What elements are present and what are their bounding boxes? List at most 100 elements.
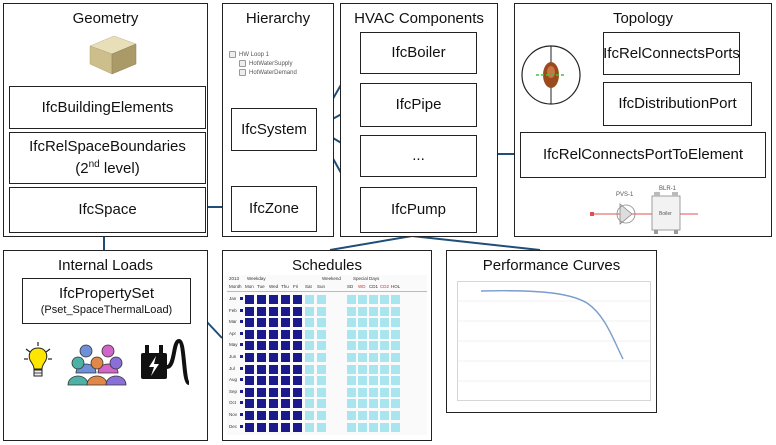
schedule-cell	[380, 306, 389, 316]
schedule-cell	[293, 399, 302, 409]
schedule-cell	[358, 353, 367, 362]
schedule-cell	[293, 329, 302, 339]
schedule-month-label: Aug	[229, 377, 238, 383]
schedule-cell	[380, 353, 389, 362]
schedule-day-header: Fri	[293, 284, 299, 289]
schedule-cell	[269, 411, 278, 420]
schedule-cell	[305, 353, 314, 362]
schedule-cell	[369, 422, 378, 432]
schedule-cell	[305, 376, 314, 386]
schedule-cell	[358, 329, 367, 339]
schedule-group-weekday: Weekday	[247, 276, 266, 281]
property-set-name: IfcPropertySet	[58, 285, 155, 302]
line-hvac-schedules	[329, 235, 413, 251]
schedule-cell	[269, 329, 278, 339]
schedule-month-label: Dec	[229, 423, 238, 429]
schedule-cell	[358, 399, 367, 409]
schedule-cell	[347, 318, 356, 328]
schedule-special-header: CD1	[369, 284, 379, 289]
schedule-cell	[281, 411, 290, 420]
performance-panel: Performance Curves	[446, 250, 657, 413]
schedule-cell	[358, 376, 367, 386]
schedule-cell	[245, 306, 254, 316]
schedule-cell	[358, 306, 367, 316]
schedule-cell	[245, 422, 254, 432]
schedule-cell	[305, 306, 314, 316]
schedule-cell	[391, 376, 400, 386]
schedule-cell	[380, 341, 389, 351]
schedule-cell	[245, 376, 254, 386]
schedule-cell	[391, 364, 400, 374]
schedule-special-header: WD	[358, 284, 366, 289]
schedule-month-label: Apr	[229, 330, 237, 336]
schedule-cell	[257, 306, 266, 316]
schedule-cell	[305, 399, 314, 409]
people-icon	[67, 344, 127, 386]
schedule-cell	[358, 341, 367, 351]
schedule-cell	[380, 376, 389, 386]
schedule-cell	[391, 341, 400, 351]
schedule-day-header: Sun	[317, 284, 326, 289]
schedule-cell	[369, 364, 378, 374]
schedule-cell	[380, 295, 389, 304]
schedule-cell	[269, 376, 278, 386]
ifc-pipe-box: IfcPipe	[360, 83, 477, 127]
tree-expand-icon	[239, 60, 246, 67]
schedule-cell	[257, 341, 266, 351]
ifc-rel-space-boundaries-box: IfcRelSpaceBoundaries (2nd level)	[9, 132, 206, 184]
schedule-cell	[347, 399, 356, 409]
schedule-cell	[317, 364, 326, 374]
schedule-cell	[293, 318, 302, 328]
schedule-cell	[391, 411, 400, 420]
schedule-cell	[245, 318, 254, 328]
topology-title: Topology	[612, 10, 674, 27]
schedule-cell	[293, 364, 302, 374]
schedule-day-header: Thu	[281, 284, 289, 289]
schedule-cell	[369, 329, 378, 339]
tree-child-supply: HotWaterSupply	[239, 60, 292, 67]
schedule-month-bullet	[240, 343, 243, 347]
schedule-cell	[317, 399, 326, 409]
schedule-cell	[358, 422, 367, 432]
schedule-month-label: Mar	[229, 319, 237, 325]
schedule-cell	[317, 295, 326, 304]
schedule-month-bullet	[240, 424, 243, 428]
schedule-cell	[369, 306, 378, 316]
schedule-cell	[293, 376, 302, 386]
schedule-cell	[317, 411, 326, 420]
schedule-cell	[391, 295, 400, 304]
schedule-cell	[317, 318, 326, 328]
schedule-cell	[281, 306, 290, 316]
schedule-cell	[391, 306, 400, 316]
schedule-day-header: Wed	[269, 284, 279, 289]
schedule-cell	[380, 329, 389, 339]
schedule-cell	[257, 422, 266, 432]
schedule-cell	[317, 353, 326, 362]
schedule-special-header: SD	[347, 284, 354, 289]
schedule-cell	[269, 295, 278, 304]
schedule-cell	[245, 329, 254, 339]
schedule-cell	[257, 353, 266, 362]
schedule-col-month: Month	[229, 284, 242, 289]
ellipsis-box: ...	[360, 135, 477, 177]
ifc-system-box: IfcSystem	[231, 108, 317, 151]
internal-loads-title: Internal Loads	[57, 257, 154, 274]
schedule-day-header: Tue	[257, 284, 265, 289]
schedule-cell	[317, 341, 326, 351]
schedule-cell	[269, 341, 278, 351]
schedule-cell	[269, 318, 278, 328]
schedule-month-label: Nov	[229, 412, 238, 417]
schedule-cell	[281, 376, 290, 386]
schedule-cell	[391, 318, 400, 328]
schedule-header-divider	[227, 291, 427, 292]
schedule-cell	[317, 387, 326, 397]
ifc-zone-box: IfcZone	[231, 186, 317, 232]
schedule-cell	[305, 411, 314, 420]
schedule-month-label: Jun	[229, 354, 237, 359]
schedule-special-header: CD2	[380, 284, 390, 289]
schedule-month-bullet	[240, 320, 243, 324]
ifc-rel-connects-port-to-element-box: IfcRelConnectsPortToElement	[520, 132, 766, 178]
schedule-cell	[347, 411, 356, 420]
schedule-cell	[257, 364, 266, 374]
